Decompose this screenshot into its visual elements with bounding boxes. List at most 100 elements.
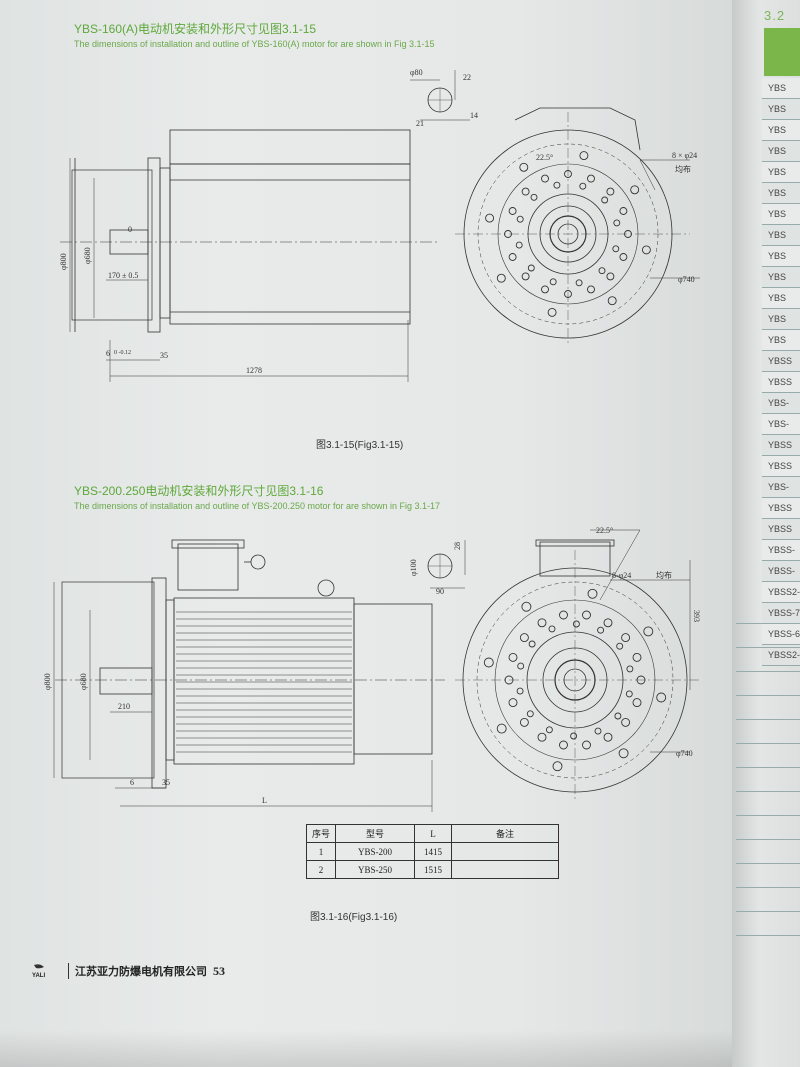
bolt-hole — [587, 588, 598, 599]
bolt-hole — [504, 675, 514, 685]
bolt-hole — [643, 626, 654, 637]
bolt-hole — [632, 652, 642, 662]
bolt-hole — [619, 207, 628, 215]
bolt-hole — [526, 710, 534, 718]
dim-even-spacing-b: 均布 — [656, 570, 672, 580]
bolt-hole — [619, 253, 628, 261]
dim-d680: φ680 — [83, 247, 92, 264]
adjacent-model-row: YBSS2- — [762, 645, 800, 666]
bolt-hole — [587, 174, 595, 183]
dim-1278: 1278 — [246, 366, 262, 375]
bolt-hole — [572, 620, 580, 628]
figure-caption-15: 图3.1-15(Fig3.1-15) — [316, 440, 404, 451]
bolt-hole — [594, 727, 602, 735]
dim-angle: 22.5° — [536, 153, 553, 162]
bolt-hole — [570, 732, 578, 740]
bolt-hole — [587, 285, 595, 294]
bolt-hole — [547, 307, 557, 317]
bolt-hole — [517, 662, 525, 670]
table-header-no: 序号 — [306, 824, 336, 843]
motor-200-side-view — [53, 539, 466, 812]
bolt-hole — [537, 732, 547, 742]
bolt-hole — [519, 717, 529, 727]
bolt-hole — [579, 151, 589, 161]
bolt-hole — [485, 213, 495, 223]
dim-d800: φ800 — [59, 253, 68, 270]
bolt-hole — [613, 219, 621, 227]
bolt-hole — [515, 241, 523, 249]
logo-text: YALI — [32, 973, 45, 979]
motor-160-side-view — [60, 70, 470, 382]
adjacent-model-row: YBSS — [762, 456, 800, 477]
dim-d80: φ80 — [410, 68, 423, 77]
bolt-hole — [508, 253, 517, 261]
dim-8-holes-b: 8-φ24 — [612, 571, 631, 580]
dim-21: 21 — [416, 119, 424, 128]
bolt-hole — [537, 618, 547, 628]
adjacent-model-row: YBS — [762, 162, 800, 183]
dim-even-spacing: 均布 — [675, 164, 691, 174]
bolt-hole — [616, 642, 624, 650]
table-header-remark: 备注 — [451, 824, 559, 843]
adjacent-model-row: YBS — [762, 99, 800, 120]
bolt-hole — [641, 245, 651, 255]
adjacent-model-row: YBSS-6 — [762, 624, 800, 645]
bolt-hole — [624, 230, 632, 238]
adjacent-model-row: YBS — [762, 225, 800, 246]
bolt-hole — [496, 723, 507, 734]
bolt-hole — [541, 285, 549, 294]
footer-separator — [68, 963, 69, 979]
bolt-hole — [603, 732, 613, 742]
dim-d800-b: φ800 — [43, 673, 52, 690]
table-row: 1 YBS-200 1415 — [306, 842, 559, 861]
adjacent-model-row: YBS — [762, 141, 800, 162]
adjacent-model-row: YBS — [762, 183, 800, 204]
adjacent-model-row: YBS- — [762, 477, 800, 498]
bolt-hole — [528, 640, 536, 648]
bolt-hole — [496, 273, 506, 283]
adjacent-model-row: YBS — [762, 267, 800, 288]
section1-title-en: The dimensions of installation and outli… — [74, 39, 435, 49]
table-header-model: 型号 — [335, 824, 415, 843]
adjacent-model-row: YBS — [762, 78, 800, 99]
adjacent-model-row: YBSS — [762, 435, 800, 456]
bolt-hole — [483, 657, 494, 668]
bolt-hole — [548, 625, 556, 633]
adjacent-section-number: 3.2 — [764, 8, 786, 23]
adjacent-model-row: YBS — [762, 330, 800, 351]
adjacent-model-row: YBS — [762, 204, 800, 225]
adjacent-model-row: YBS- — [762, 414, 800, 435]
bolt-hole — [521, 187, 530, 196]
dim-angle-b: 22.5° — [596, 526, 613, 535]
adjacent-model-row: YBSS — [762, 519, 800, 540]
bolt-hole — [606, 272, 615, 281]
adjacent-model-row: YBS- — [762, 393, 800, 414]
dim-35-b: 35 — [162, 778, 170, 787]
adjacent-model-row: YBSS- — [762, 540, 800, 561]
table-cell: 1 — [306, 842, 336, 861]
bolt-hole — [545, 726, 553, 734]
table-row: 2 YBS-250 1515 — [306, 860, 559, 879]
bolt-hole — [636, 675, 646, 685]
adjacent-header-bar — [764, 28, 800, 76]
bolt-hole — [598, 267, 606, 275]
page-footer: YALI 江苏亚力防爆电机有限公司 53 — [30, 963, 225, 979]
bolt-hole — [630, 185, 640, 195]
adjacent-model-row: YBS — [762, 120, 800, 141]
table-header-L: L — [414, 824, 452, 843]
section1-title-cn: YBS-160(A)电动机安装和外形尺寸见图3.1-15 — [74, 22, 317, 36]
dim-14: 14 — [470, 111, 478, 120]
dim-d740-b: φ740 — [676, 749, 693, 758]
dim-28: 28 — [453, 542, 462, 550]
adjacent-model-row: YBSS — [762, 498, 800, 519]
bolt-hole — [582, 610, 591, 620]
bolt-hole — [626, 665, 634, 673]
bolt-hole — [508, 207, 517, 215]
dim-22: 22 — [463, 73, 471, 82]
table-cell: 1415 — [414, 842, 452, 861]
bolt-hole — [521, 272, 530, 281]
dim-d680-b: φ680 — [79, 673, 88, 690]
adjacent-model-row: YBS — [762, 309, 800, 330]
bolt-hole — [553, 181, 561, 189]
table-cell: 1515 — [414, 860, 452, 879]
